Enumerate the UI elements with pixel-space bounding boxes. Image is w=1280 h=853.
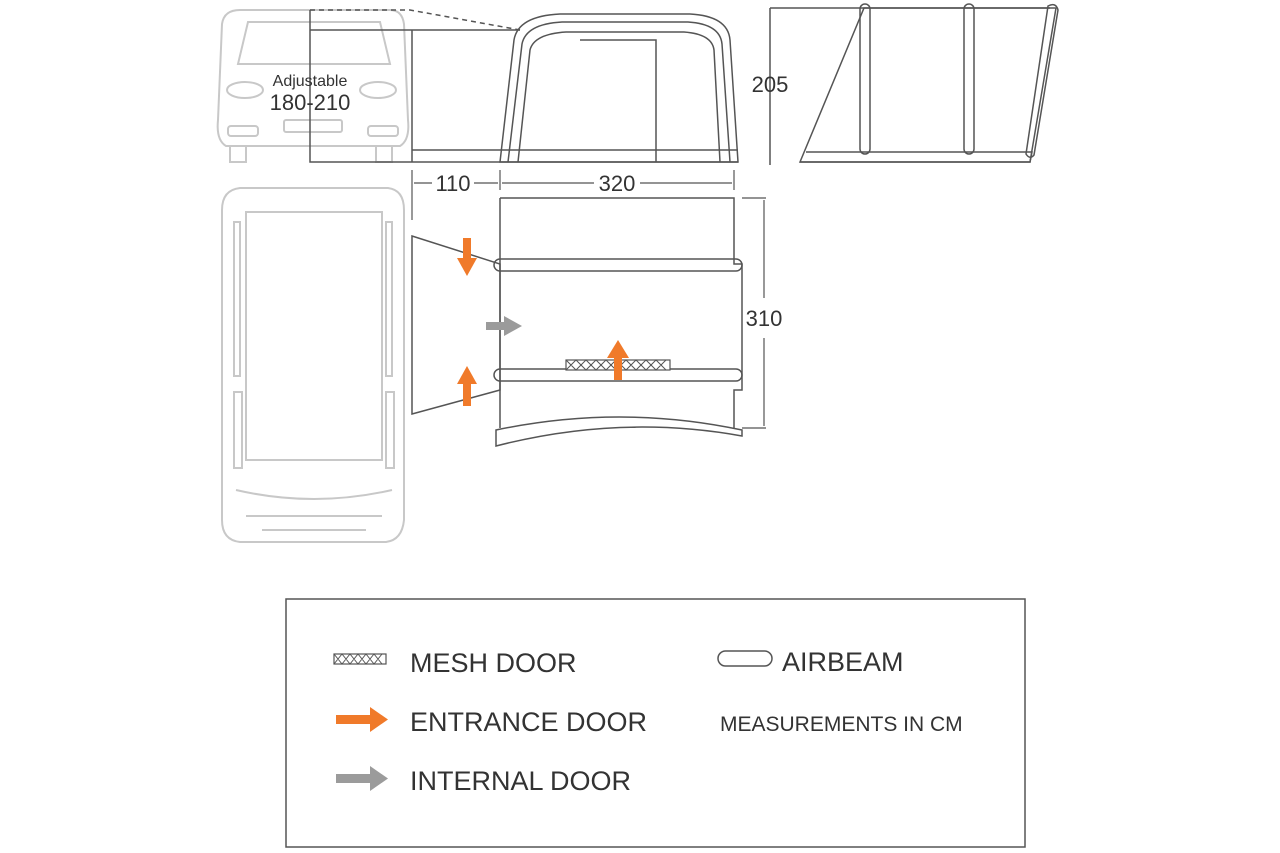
vehicle-height-guides (309, 9, 521, 163)
airbeam-1 (493, 258, 743, 272)
vehicle-height-range: 180-210 (270, 90, 351, 115)
entrance-door-icon (336, 707, 388, 732)
tent-width-dimension: 320 (599, 171, 636, 196)
adjustable-label: Adjustable (273, 73, 348, 90)
legend-airbeam: AIRBEAM (782, 647, 904, 677)
legend-internal-door: INTERNAL DOOR (410, 766, 631, 796)
legend-mesh-door: MESH DOOR (410, 648, 577, 678)
dimension-lines (411, 170, 766, 429)
mesh-door-icon (333, 653, 387, 665)
van-top-view (221, 187, 405, 543)
legend-entrance-door: ENTRANCE DOOR (410, 707, 647, 737)
tent-depth-dimension: 310 (746, 306, 783, 331)
tent-end-elevation (769, 3, 1059, 165)
connector-length-dimension: 110 (435, 171, 470, 196)
airbeam-3 (495, 416, 743, 447)
entrance-door-arrow-mesh (607, 340, 629, 380)
entrance-door-arrow-bottom (457, 366, 477, 406)
tent-side-elevation (411, 13, 739, 163)
internal-door-icon (336, 766, 388, 791)
entrance-door-arrow-top (457, 238, 477, 276)
internal-door-arrow (486, 316, 522, 336)
legend-units-note: MEASUREMENTS IN CM (720, 713, 963, 736)
height-dimension: 205 (752, 72, 789, 97)
legend-box: MESH DOOR ENTRANCE DOOR INTERNAL DOOR AI… (285, 598, 1026, 848)
tent-floor-plan (411, 197, 743, 447)
airbeam-icon (717, 650, 773, 667)
